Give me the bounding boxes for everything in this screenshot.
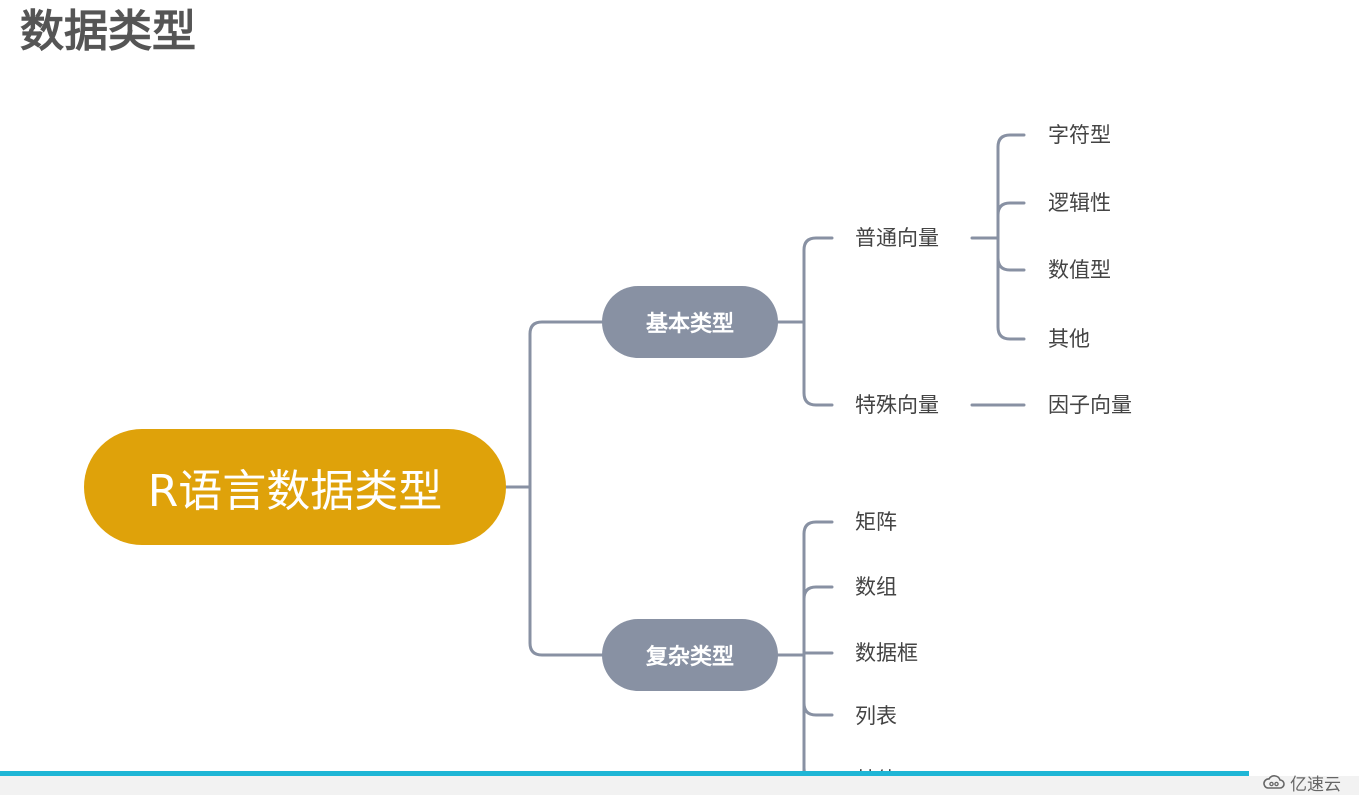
bottom-strip bbox=[0, 776, 1359, 795]
node-logical[interactable]: 逻辑性 bbox=[1048, 191, 1111, 215]
node-matrix[interactable]: 矩阵 bbox=[855, 510, 897, 534]
node-character[interactable]: 字符型 bbox=[1048, 123, 1111, 147]
node-dataframe[interactable]: 数据框 bbox=[855, 641, 918, 665]
connector-basic-to-special bbox=[802, 320, 834, 407]
connector-root-to-basic bbox=[528, 320, 604, 489]
connector-basic-to-normal bbox=[802, 236, 834, 324]
node-normal-vector[interactable]: 普通向量 bbox=[855, 226, 939, 250]
node-numeric[interactable]: 数值型 bbox=[1048, 258, 1111, 282]
connector-normal-to-other bbox=[996, 236, 1026, 341]
connector-complex-to-matrix bbox=[802, 520, 834, 536]
connector-complex-to-list bbox=[802, 701, 834, 717]
node-list[interactable]: 列表 bbox=[855, 704, 897, 728]
root-node[interactable]: R语言数据类型 bbox=[84, 429, 506, 545]
watermark-text: 亿速云 bbox=[1290, 774, 1341, 795]
connector-normal-to-logical bbox=[996, 201, 1026, 240]
node-special-vector[interactable]: 特殊向量 bbox=[855, 393, 939, 417]
watermark: 亿速云 bbox=[1262, 770, 1341, 795]
connector-complex-to-array bbox=[802, 585, 834, 601]
connector-normal-to-numeric bbox=[996, 236, 1026, 272]
cloud-logo-icon bbox=[1263, 775, 1285, 789]
connector-normal-to-char bbox=[996, 133, 1026, 240]
branch-node-basic[interactable]: 基本类型 bbox=[602, 286, 778, 358]
connector-root-to-complex bbox=[528, 485, 604, 657]
branch-node-complex[interactable]: 复杂类型 bbox=[602, 619, 778, 691]
node-array[interactable]: 数组 bbox=[855, 575, 897, 599]
node-basic-other[interactable]: 其他 bbox=[1048, 327, 1090, 351]
slide-title: 数据类型 bbox=[20, 6, 196, 57]
accent-bar bbox=[0, 771, 1249, 776]
node-factor-vector[interactable]: 因子向量 bbox=[1048, 393, 1132, 417]
